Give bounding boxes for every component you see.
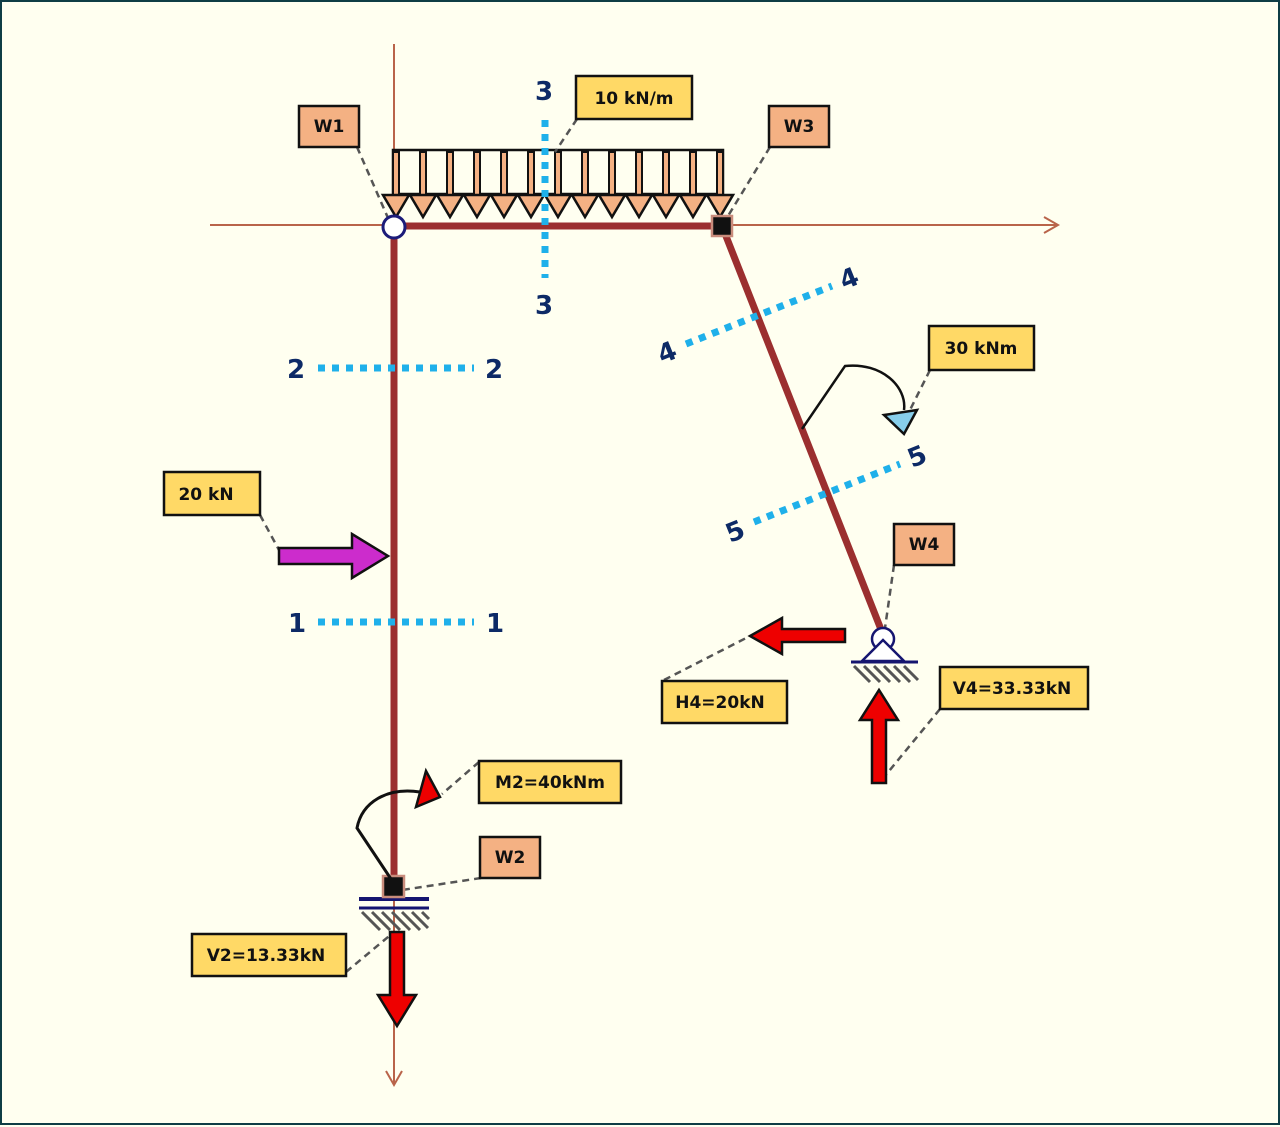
hinge-w1-icon xyxy=(381,214,407,240)
label-point-load: 20 kN xyxy=(162,470,262,517)
moment-m2-arrow-icon xyxy=(355,767,442,880)
rigid-joint-w3-icon xyxy=(710,214,734,238)
section-label-5-right: 5 xyxy=(903,440,931,475)
svg-text:H4=20kN: H4=20kN xyxy=(675,693,765,713)
section-label-1-right: 1 xyxy=(486,609,504,639)
reaction-v2-arrow-icon xyxy=(375,930,419,1029)
leader-v2 xyxy=(345,931,395,973)
section-label-4-right: 4 xyxy=(835,262,863,297)
svg-text:W1: W1 xyxy=(314,117,345,137)
distributed-load-arrow-icon xyxy=(569,151,601,220)
distributed-load-arrow-icon xyxy=(380,151,412,220)
label-h4: H4=20kN xyxy=(660,679,789,725)
label-moment-30: 30 kNm xyxy=(927,324,1036,372)
leader-w4 xyxy=(883,564,896,629)
leader-v4 xyxy=(879,708,941,783)
node-label-w2: W2 xyxy=(478,835,542,880)
svg-text:W3: W3 xyxy=(784,117,815,137)
moment-30-arrow-icon xyxy=(800,364,920,437)
distributed-load-arrow-icon xyxy=(461,151,493,220)
svg-text:M2=40kNm: M2=40kNm xyxy=(495,773,605,793)
leader-h4 xyxy=(663,634,751,682)
section-label-5-left: 5 xyxy=(721,515,749,550)
section-line-5 xyxy=(752,460,902,526)
leader-point-load xyxy=(258,514,281,551)
section-label-3-bottom: 3 xyxy=(535,291,553,321)
label-distributed-load: 10 kN/m xyxy=(574,74,694,121)
distributed-load xyxy=(380,148,736,220)
sliding-support-w2-icon xyxy=(359,874,431,932)
section-line-4 xyxy=(684,282,834,348)
section-label-1-left: 1 xyxy=(288,609,306,639)
section-label-4-left: 4 xyxy=(653,336,681,371)
reaction-h4-arrow-icon xyxy=(747,615,847,657)
reaction-v4-arrow-icon xyxy=(857,687,901,785)
svg-text:V2=13.33kN: V2=13.33kN xyxy=(207,946,326,966)
distributed-load-arrow-icon xyxy=(623,151,655,220)
point-load-arrow-icon xyxy=(277,531,391,581)
rigid-joint-w2-icon xyxy=(381,874,406,899)
x-axis-arrowhead-icon xyxy=(1043,216,1061,234)
leader-w1 xyxy=(355,146,390,219)
distributed-load-arrow-icon xyxy=(596,151,628,220)
label-v4: V4=33.33kN xyxy=(938,665,1090,711)
section-label-3-top: 3 xyxy=(535,77,553,107)
distributed-load-arrow-icon xyxy=(650,151,682,220)
pin-support-w4-icon xyxy=(851,626,920,684)
label-v2: V2=13.33kN xyxy=(190,932,348,978)
distributed-load-arrow-icon xyxy=(488,151,520,220)
node-label-w3: W3 xyxy=(767,104,831,149)
svg-text:20 kN: 20 kN xyxy=(178,485,233,505)
leader-w2 xyxy=(401,876,482,892)
distributed-load-arrow-icon xyxy=(407,151,439,220)
distributed-load-arrow-icon xyxy=(677,151,709,220)
leader-lines xyxy=(258,118,941,973)
distributed-load-arrow-icon xyxy=(515,151,547,220)
label-m2: M2=40kNm xyxy=(477,759,623,805)
svg-text:30 kNm: 30 kNm xyxy=(945,339,1018,359)
leader-w3 xyxy=(726,146,772,217)
svg-text:V4=33.33kN: V4=33.33kN xyxy=(953,679,1072,699)
svg-text:10 kN/m: 10 kN/m xyxy=(594,89,673,109)
section-label-2-right: 2 xyxy=(485,355,503,385)
svg-text:W4: W4 xyxy=(909,535,940,555)
node-label-w4: W4 xyxy=(892,522,956,567)
section-label-2-left: 2 xyxy=(287,355,305,385)
leader-m2 xyxy=(441,761,480,795)
leader-distributed-load xyxy=(553,118,579,153)
node-label-w1: W1 xyxy=(297,104,361,149)
distributed-load-arrow-icon xyxy=(542,151,574,220)
distributed-load-arrow-icon xyxy=(434,151,466,220)
leader-moment-30 xyxy=(908,369,932,411)
distributed-load-arrow-icon xyxy=(704,151,736,220)
svg-text:W2: W2 xyxy=(495,848,526,868)
y-axis-arrowhead-icon xyxy=(385,1070,403,1088)
